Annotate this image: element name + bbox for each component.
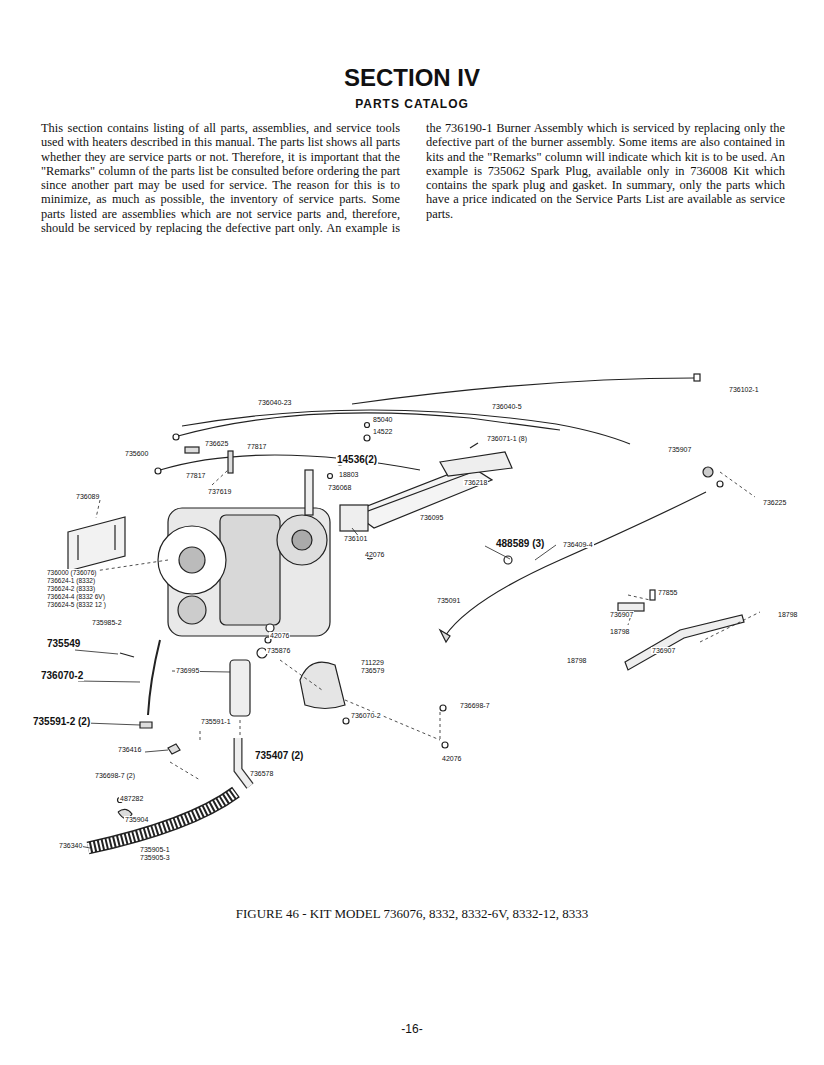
callout-number: 735549	[46, 638, 81, 649]
callout-number: 14536(2)	[336, 454, 378, 465]
callout-number: 735600	[124, 450, 149, 457]
callout-number: 18803	[338, 471, 359, 478]
callout-number: 736102-1	[728, 386, 760, 393]
section-subtitle: PARTS CATALOG	[0, 97, 824, 111]
callout-number: 736225	[762, 499, 787, 506]
page-number: -16-	[0, 1022, 824, 1036]
callout-number: 736578	[249, 770, 274, 777]
callout-number: 736625	[204, 440, 229, 447]
callout-number: 735905-3	[139, 854, 171, 861]
callout-number: 736698-7 (2)	[94, 772, 136, 779]
callout-number: 711229	[360, 659, 385, 666]
callout-number: 736000 (736076)	[46, 569, 98, 576]
callout-number: 736907	[609, 611, 634, 618]
callout-number: 736040-5	[491, 403, 523, 410]
callout-number: 735985-2	[91, 619, 123, 626]
callout-number: 18798	[609, 628, 630, 635]
callout-number: 736624-4 (8332 6V)	[46, 593, 106, 600]
illustration	[68, 374, 760, 848]
callout-number: 42076	[269, 632, 290, 639]
callout-number: 18798	[566, 657, 587, 664]
callout-number: 736624-5 (8332 12 )	[46, 601, 107, 608]
callout-number: 85040	[372, 416, 393, 423]
callout-number: 736907	[651, 647, 676, 654]
callout-number: 77817	[246, 443, 267, 450]
callout-number: 736068	[327, 484, 352, 491]
callout-number: 736040-23	[257, 399, 292, 406]
callout-number: 735091	[436, 597, 461, 604]
body-text: This section contains listing of all par…	[41, 121, 785, 235]
figure-caption: FIGURE 46 - KIT MODEL 736076, 8332, 8332…	[0, 906, 824, 922]
callout-number: 735907	[667, 446, 692, 453]
callout-number: 735905-1	[139, 846, 171, 853]
callout-number: 736070-2	[350, 712, 382, 719]
callout-number: 736101	[343, 535, 368, 542]
callout-number: 736071-1 (8)	[486, 435, 528, 442]
callout-number: 42076	[364, 551, 385, 558]
callout-number: 77855	[657, 589, 678, 596]
callout-number: 487282	[119, 795, 144, 802]
callout-number: 42076	[441, 755, 462, 762]
callout-number: 736624-1 (8332)	[46, 577, 96, 584]
callout-number: 736624-2 (8333)	[46, 585, 96, 592]
callout-number: 736579	[360, 667, 385, 674]
callout-number: 735591-1	[200, 718, 232, 725]
callout-number: 77817	[185, 472, 206, 479]
callout-number: 18798	[777, 611, 798, 618]
callout-number: 737619	[207, 488, 232, 495]
callout-number: 735591-2 (2)	[32, 716, 91, 727]
callout-number: 736070-2	[40, 670, 84, 681]
callout-number: 735876	[266, 647, 291, 654]
callout-number: 736409-4	[562, 541, 594, 548]
callout-number: 736218	[463, 479, 488, 486]
callout-number: 735407 (2)	[254, 750, 304, 761]
callout-number: 735904	[124, 816, 149, 823]
callout-number: 14522	[372, 428, 393, 435]
callout-number: 736340	[58, 842, 83, 849]
callout-number: 736095	[419, 514, 444, 521]
callout-number: 736995	[175, 667, 200, 674]
callout-number: 736089	[75, 493, 100, 500]
callout-number: 488589 (3)	[495, 538, 545, 549]
callout-number: 736416	[117, 746, 142, 753]
callout-number: 736698-7	[459, 702, 491, 709]
section-title: SECTION IV	[0, 64, 824, 92]
